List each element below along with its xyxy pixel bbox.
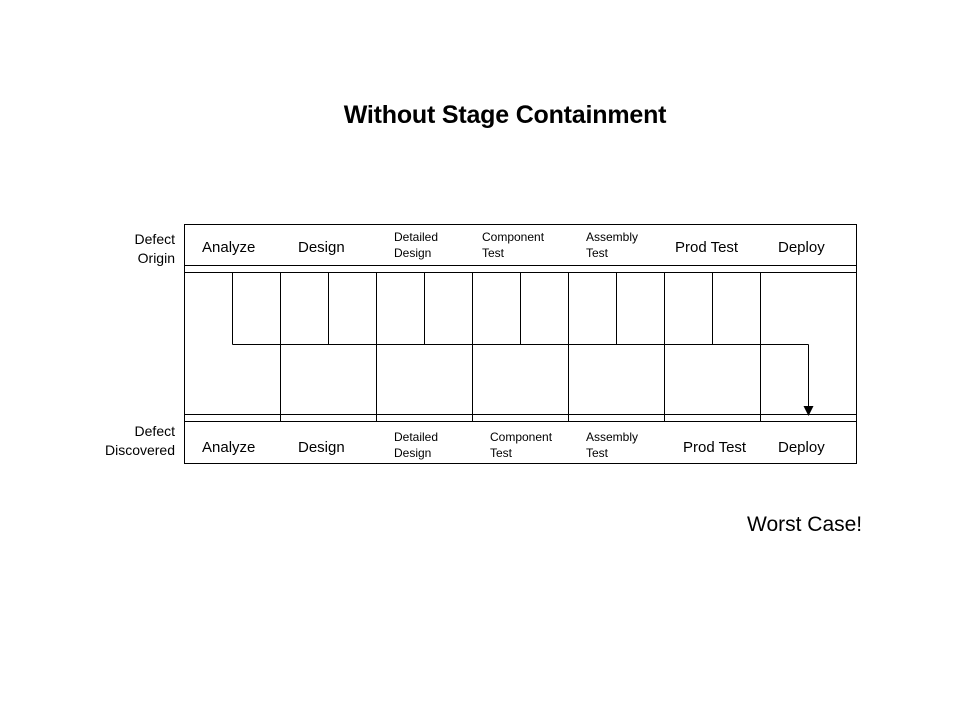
origin-stage-detailed-design: Detailed Design [394,230,439,260]
discovered-stage-detailed-design: Detailed Design [394,430,439,460]
discovered-stage-assembly-test: Assembly Test [586,430,639,460]
defect-flow-arrowhead [803,406,814,416]
defect-origin-label: Defect Origin [134,231,175,266]
origin-stage-prod-test: Prod Test [675,239,739,256]
discovered-stage-deploy: Deploy [778,439,825,456]
discovered-stage-analyze: Analyze [202,439,256,456]
origin-stage-assembly-test: Assembly Test [586,230,639,260]
discovered-stage-component-test: Component Test [490,430,553,460]
defect-discovered-label: Defect Discovered [104,423,175,458]
slide-title: Without Stage Containment [343,101,667,129]
discovered-stage-design: Design [298,439,345,456]
worst-case-note: Worst Case! [747,513,863,536]
origin-stage-deploy: Deploy [778,239,825,256]
discovered-stage-bar [184,421,857,464]
origin-stage-analyze: Analyze [202,239,256,256]
origin-stage-design: Design [298,239,345,256]
origin-stage-component-test: Component Test [482,230,545,260]
discovered-stage-prod-test: Prod Test [683,439,747,456]
